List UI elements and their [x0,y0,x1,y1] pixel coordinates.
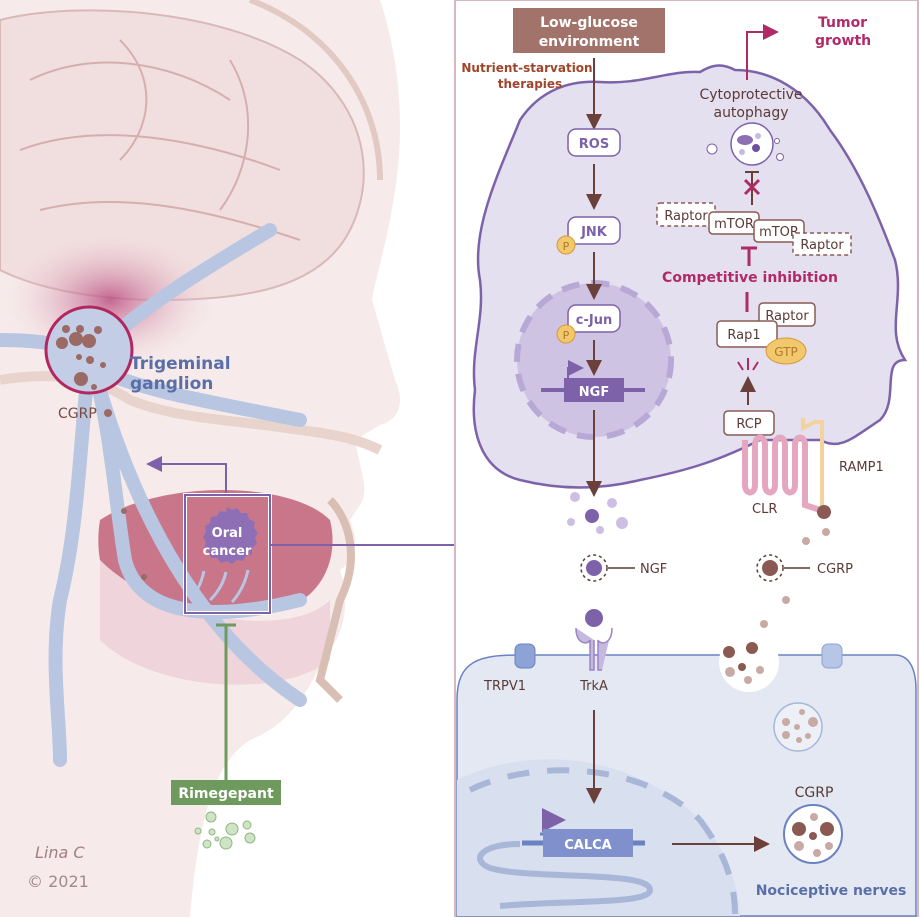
cgrp-legend: CGRP [817,562,853,577]
trigeminal-label-2: ganglion [130,374,213,394]
oral-cancer-label-1: Oral [212,526,243,541]
trka-label: TrkA [579,679,608,694]
low-glucose-1: Low-glucose [540,15,638,31]
ngf-legend: NGF [640,562,667,577]
jnk-label: JNK [580,225,608,240]
trka-receptor [575,609,613,671]
nutrient-starvation-1: Nutrient-starvation [461,61,592,75]
oral-cancer-callout: Oral cancer [146,456,455,615]
calca-label: CALCA [564,838,612,853]
trpv1-channel-2 [821,643,843,669]
cytoprotective-2: autophagy [713,105,788,121]
low-glucose-2: environment [539,34,640,50]
oral-cancer-label-2: cancer [203,544,252,559]
head-anatomy: Trigeminal ganglion CGRP Oral cancer Rim… [0,0,455,917]
rcp-label: RCP [736,417,761,432]
ngf-gene-label: NGF [579,385,609,400]
mtor-pathway: Tumor growth Cytoprotective autophagy Ra… [656,15,884,519]
mtor-1: mTOR [714,217,754,232]
low-glucose-box [513,8,665,53]
cjun-phospho: P [563,329,570,342]
raptor-3: Raptor [765,309,809,324]
ngf-pathway: ROS JNK P c-Jun P NGF [514,128,674,497]
cgrp-vesicle-label: CGRP [795,785,834,801]
raptor-1: Raptor [664,209,708,224]
nociceptive-label: Nociceptive nerves [756,883,907,899]
cjun-label: c-Jun [576,313,612,328]
ramp1 [801,418,824,510]
trpv1-label: TRPV1 [483,679,526,694]
gtp-label: GTP [774,345,797,359]
nutrient-starvation-2: therapies [498,77,562,91]
clr-label: CLR [752,502,777,517]
jnk-phospho: P [563,240,570,253]
tumor [203,507,258,564]
trpv1-channel [514,643,536,669]
rimegepant-label: Rimegepant [178,786,274,802]
raptor-2: Raptor [800,238,844,253]
competitive-inhibition-label: Competitive inhibition [662,270,838,286]
tumor-growth-1: Tumor [818,15,867,31]
ros-label: ROS [579,137,609,152]
clr-receptor [742,434,821,513]
calca-gene [543,829,633,857]
cgrp-left-label: CGRP [58,406,97,422]
cytoprotective-1: Cytoprotective [699,87,802,103]
copyright: © 2021 [27,872,89,891]
signature: Lina C [35,843,85,862]
tumor-growth-2: growth [815,33,871,49]
ramp1-label: RAMP1 [839,460,884,475]
trigeminal-ganglion [44,305,134,395]
mtor-2: mTOR [759,225,799,240]
rap1-label: Rap1 [727,328,760,343]
trigeminal-label-1: Trigeminal [130,354,231,374]
rimegepant-inhibitor: Rimegepant [171,623,281,850]
